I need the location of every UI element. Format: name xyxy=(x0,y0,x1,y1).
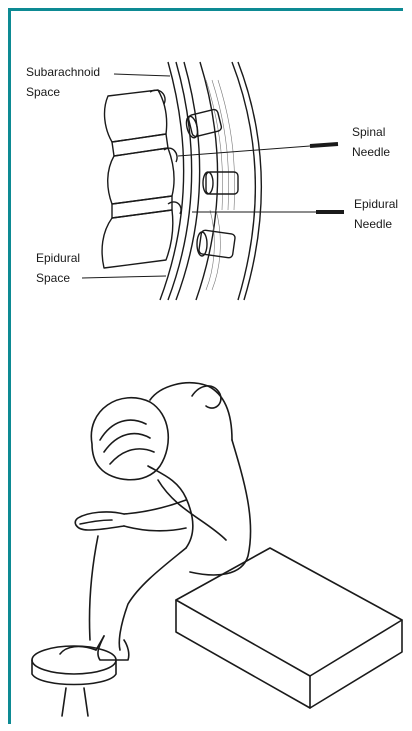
patient-arms xyxy=(75,500,186,531)
label-epidural-space-1: Epidural xyxy=(36,251,80,265)
patient-illustration xyxy=(32,383,402,716)
vertebra-mid xyxy=(108,148,174,204)
patient-head xyxy=(91,398,168,480)
spinal-needle-hub xyxy=(310,144,338,146)
foot-stool xyxy=(32,646,116,716)
label-epidural-needle-2: Needle xyxy=(354,217,392,231)
label-spinal-1: Spinal xyxy=(352,125,385,139)
label-epidural-space-2: Space xyxy=(36,271,70,285)
patient-body xyxy=(89,383,250,650)
label-epidural-needle-1: Epidural xyxy=(354,197,398,211)
epidural-space-leader xyxy=(82,276,166,278)
vertebra-bottom xyxy=(102,210,173,268)
spinous-process-2 xyxy=(203,172,238,194)
label-subarachnoid-1: Subarachnoid xyxy=(26,65,100,79)
skin-line-1 xyxy=(232,62,255,300)
spinous-process-3 xyxy=(197,230,236,258)
spinal-needle-shaft xyxy=(178,146,310,156)
muscle-hatching xyxy=(206,80,235,290)
label-subarachnoid-2: Space xyxy=(26,85,60,99)
pedicle-bottom xyxy=(168,202,181,214)
subarachnoid-leader xyxy=(114,74,170,76)
skin-line-2 xyxy=(238,62,261,300)
exam-table xyxy=(176,548,402,708)
spinous-process-1 xyxy=(184,109,222,139)
vertebra-top xyxy=(105,90,167,142)
spine-illustration xyxy=(102,62,261,300)
label-spinal-2: Needle xyxy=(352,145,390,159)
